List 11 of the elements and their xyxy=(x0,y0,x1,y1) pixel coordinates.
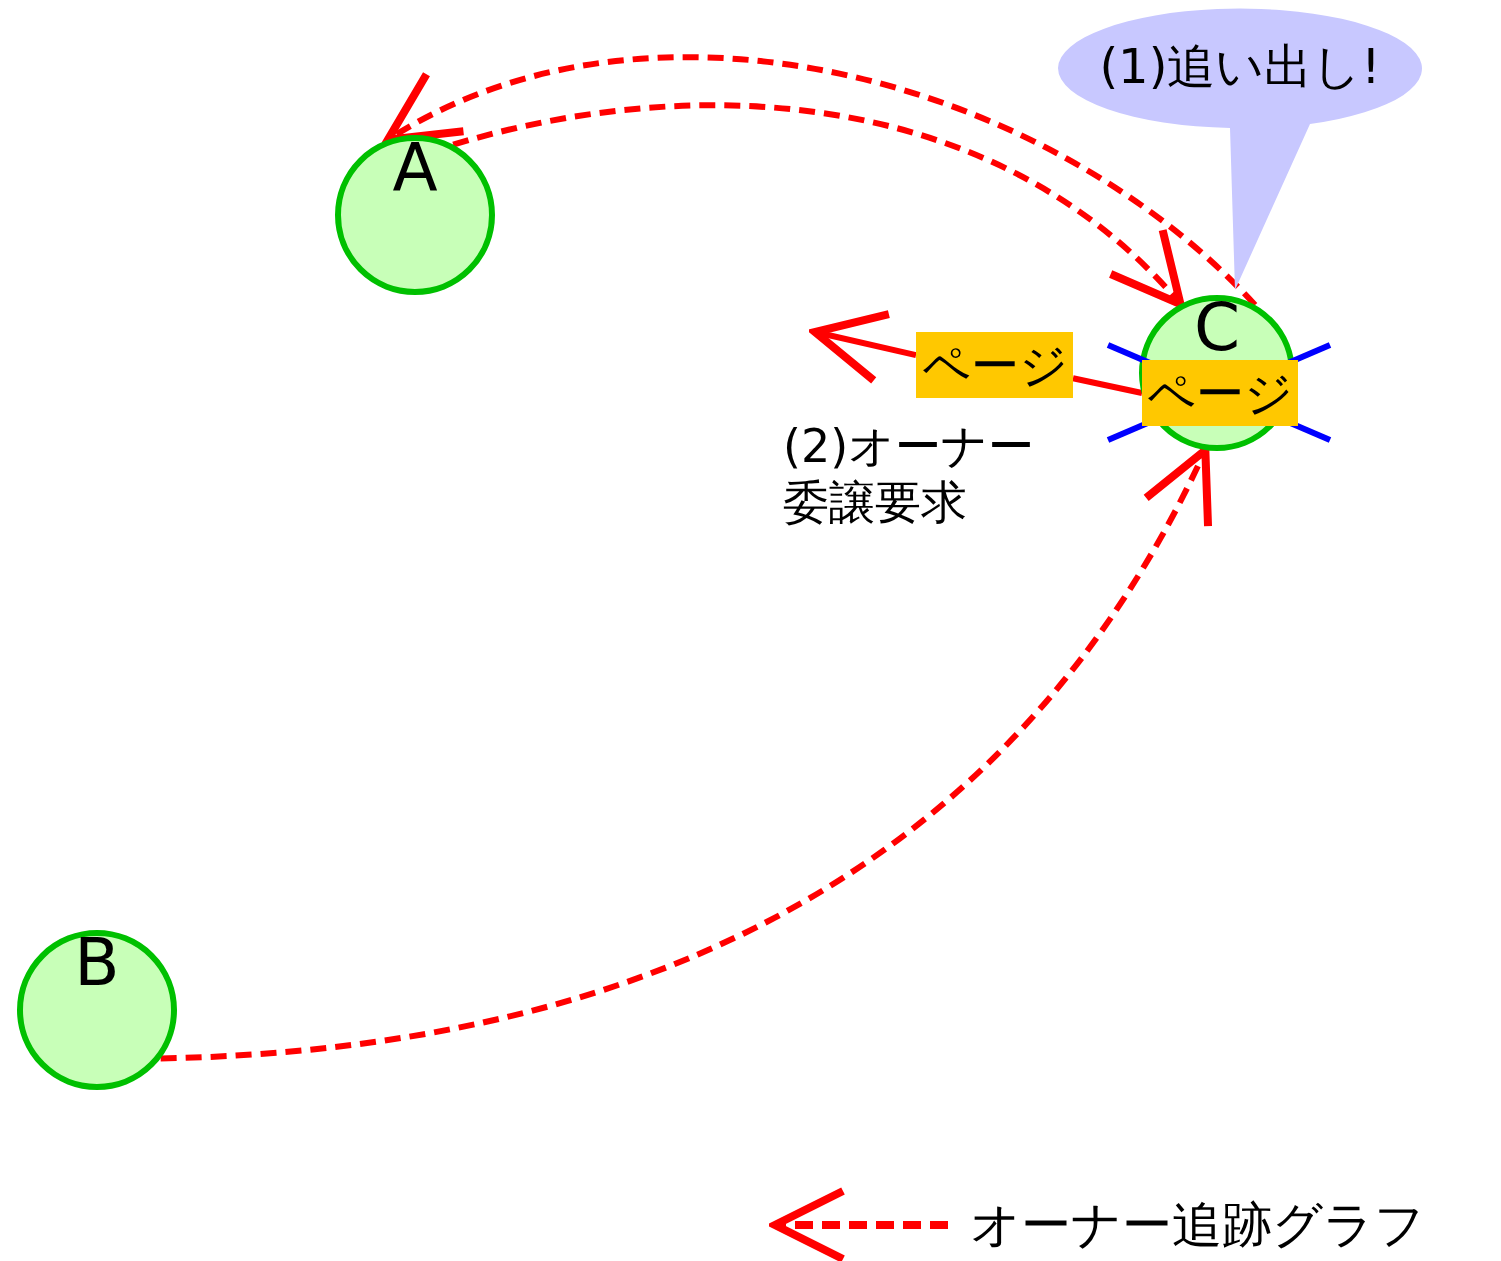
node-letter: C xyxy=(1192,295,1242,361)
node-letter: B xyxy=(73,930,121,996)
arrow xyxy=(811,310,917,385)
arrow xyxy=(452,102,1185,309)
annotation-text: (2)オーナー委譲要求 xyxy=(783,418,1036,530)
bubble-text: (1)追い出し! xyxy=(1098,38,1382,94)
page-box: ページ xyxy=(1142,360,1298,426)
node-letter: A xyxy=(391,135,439,201)
page-box: ページ xyxy=(916,332,1073,398)
legend-text: オーナー追跡グラフ xyxy=(970,1195,1425,1256)
connector-line xyxy=(1072,375,1143,396)
